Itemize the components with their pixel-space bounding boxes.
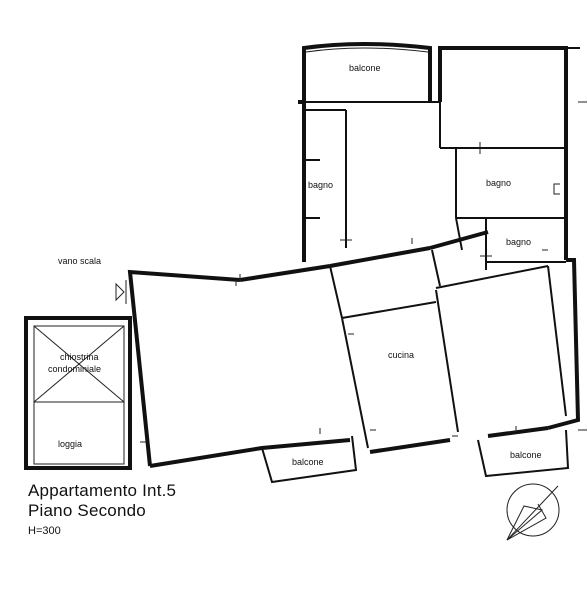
door-markers <box>140 142 560 443</box>
label-balcone-bottom-left: balcone <box>292 457 324 467</box>
label-loggia: loggia <box>58 439 82 449</box>
floor-title: Piano Secondo <box>28 501 146 520</box>
label-balcone-top: balcone <box>349 63 381 73</box>
label-chiostrina: chiostrina <box>60 352 99 362</box>
label-condominiale: condominiale <box>48 364 101 374</box>
outer-walls <box>127 42 581 468</box>
label-cucina: cucina <box>388 350 414 360</box>
north-arrow-icon <box>506 483 560 541</box>
label-bagno-right: bagno <box>486 178 511 188</box>
label-balcone-bottom-right: balcone <box>510 450 542 460</box>
label-vano-scala: vano scala <box>58 256 101 266</box>
edge-marks <box>578 101 587 431</box>
label-bagno-small: bagno <box>506 237 531 247</box>
chiostrina-loggia <box>24 280 132 470</box>
interior-walls <box>304 101 567 449</box>
apartment-title: Appartamento Int.5 <box>28 481 177 500</box>
ceiling-height: H=300 <box>28 525 61 537</box>
label-bagno-left: bagno <box>308 180 333 190</box>
bottom-balconies <box>261 429 570 484</box>
